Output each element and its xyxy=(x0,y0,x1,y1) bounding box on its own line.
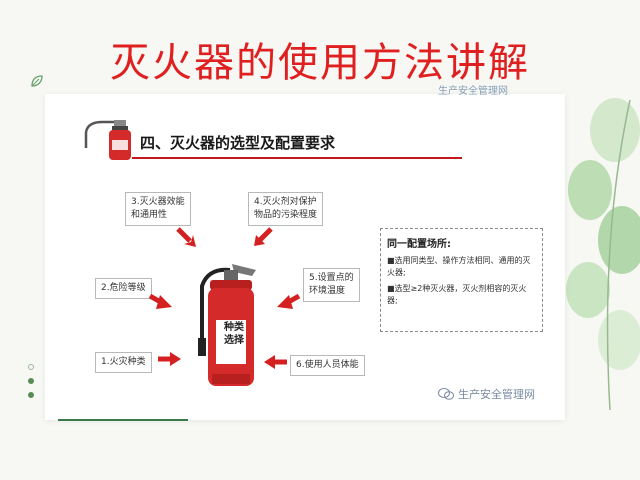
factor-hazard-level: 2.危险等级 xyxy=(95,278,152,299)
page-title: 灭火器的使用方法讲解 xyxy=(110,40,530,86)
config-item: ■选型≥2种灭火器，灭火剂相容的灭火器; xyxy=(387,284,527,305)
slide-dots xyxy=(28,364,34,406)
arrow-icon xyxy=(148,293,172,309)
watermark-text: 生产安全管理网 xyxy=(458,388,535,401)
arrow-icon xyxy=(277,293,301,309)
config-requirements-box: 同一配置场所: ■选用同类型、操作方法相同、通用的灭火器; ■选型≥2种灭火器，… xyxy=(380,228,543,332)
config-title: 同一配置场所: xyxy=(387,239,451,250)
factor-temperature: 5.设置点的 环境温度 xyxy=(303,268,360,302)
factor-fire-type: 1.火灾种类 xyxy=(95,352,152,373)
section-title: 四、灭火器的选型及配置要求 xyxy=(140,134,336,152)
watermark-top: 生产安全管理网 xyxy=(438,86,508,97)
card-underline xyxy=(58,419,188,421)
factor-user-ability: 6.使用人员体能 xyxy=(290,355,365,376)
extinguisher-icon xyxy=(84,120,131,160)
decorative-leaves xyxy=(566,98,640,411)
wechat-icon xyxy=(438,388,454,400)
arrow-icon xyxy=(264,355,287,369)
arrow-icon xyxy=(158,352,181,366)
arrow-icon xyxy=(176,227,196,247)
factor-pollution: 4.灭火剂对保护 物品的污染程度 xyxy=(248,192,324,226)
factor-efficiency: 3.灭火器效能 和通用性 xyxy=(125,192,191,226)
watermark-bottom: 生产安全管理网 xyxy=(438,386,535,402)
config-item: ■选用同类型、操作方法相同、通用的灭火器; xyxy=(387,256,531,277)
arrow-icon xyxy=(254,227,273,246)
extinguisher-label: 种类 选择 xyxy=(224,322,244,346)
extinguisher-icon xyxy=(198,264,256,386)
leaf-icon xyxy=(31,75,43,87)
section-divider xyxy=(132,157,462,159)
